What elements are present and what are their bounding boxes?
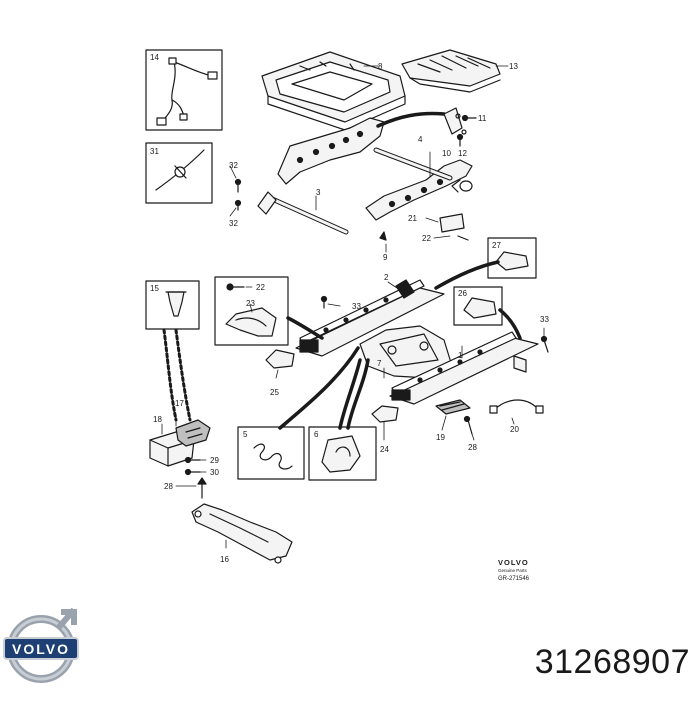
seat-rail-2 xyxy=(295,279,445,357)
link-arrow-5 xyxy=(278,346,360,430)
seat-rail-1 xyxy=(389,331,539,405)
callout-10: 10 xyxy=(442,149,451,158)
brand-ref: GR-271546 xyxy=(498,576,530,582)
link-arrow-top xyxy=(376,111,446,128)
callout-30: 30 xyxy=(210,468,219,477)
link-arrow-26 xyxy=(498,308,522,340)
callout-17: 17 xyxy=(175,399,184,408)
callout-16: 16 xyxy=(220,555,229,564)
callout-13: 13 xyxy=(509,62,518,71)
callout-11: 11 xyxy=(478,114,487,123)
callout-6: 6 xyxy=(314,430,319,439)
callout-2: 2 xyxy=(384,273,389,282)
callout-21: 21 xyxy=(408,214,417,223)
callout-22b: 22 xyxy=(256,283,265,292)
screws xyxy=(234,114,549,353)
callout-33a: 33 xyxy=(352,302,361,311)
callout-33b: 33 xyxy=(540,315,549,324)
callout-4: 4 xyxy=(418,135,423,144)
seat-cushion-frame-8 xyxy=(261,51,406,131)
callout-25: 25 xyxy=(270,388,279,397)
callout-27: 27 xyxy=(492,241,501,250)
callout-12: 12 xyxy=(458,149,467,158)
callout-31: 31 xyxy=(150,147,159,156)
callout-19: 19 xyxy=(436,433,445,442)
link-15-to-18 xyxy=(162,328,178,422)
callout-18: 18 xyxy=(153,415,162,424)
pad-21 xyxy=(439,213,465,233)
callout-22a: 22 xyxy=(422,234,431,243)
callout-32b: 32 xyxy=(229,219,238,228)
rail-cover-16 xyxy=(191,503,293,564)
seat-cover-13 xyxy=(401,49,501,93)
side-frame-right-4 xyxy=(365,159,473,221)
brand-wordmark: VOLVO xyxy=(498,558,529,567)
callout-24: 24 xyxy=(380,445,389,454)
part-number: 31268907 xyxy=(534,643,690,681)
callout-labels: 1 2 3 4 5 6 7 8 9 10 11 12 13 14 15 16 1… xyxy=(150,53,549,564)
callout-9: 9 xyxy=(383,253,388,262)
link-arrow-23 xyxy=(286,316,324,340)
callout-15: 15 xyxy=(150,284,159,293)
callout-23: 23 xyxy=(246,299,255,308)
link-arrow-6a xyxy=(338,358,362,430)
volvo-iron-mark-icon: VOLVO xyxy=(3,607,79,683)
link-15-to-17 xyxy=(174,328,192,422)
callout-32a: 32 xyxy=(229,161,238,170)
callout-1: 1 xyxy=(458,351,463,360)
link-arrow-27 xyxy=(434,260,500,290)
callout-7: 7 xyxy=(377,359,382,368)
brand-line1: Genuine Parts xyxy=(498,568,528,573)
callout-3: 3 xyxy=(316,188,321,197)
part-25 xyxy=(265,349,295,369)
harness-20 xyxy=(493,399,541,411)
callout-8: 8 xyxy=(378,62,383,71)
brand-block: VOLVO Genuine Parts GR-271546 xyxy=(498,558,530,582)
callout-14: 14 xyxy=(150,53,159,62)
callout-5: 5 xyxy=(243,430,248,439)
callout-26: 26 xyxy=(458,289,467,298)
link-arrow-6b xyxy=(346,358,370,430)
callout-29: 29 xyxy=(210,456,219,465)
callout-28b: 28 xyxy=(164,482,173,491)
module-17-18 xyxy=(149,419,211,467)
bracket-10 xyxy=(443,107,463,135)
callout-20: 20 xyxy=(510,425,519,434)
part-24 xyxy=(371,405,399,423)
callout-28a: 28 xyxy=(468,443,477,452)
logo-wordmark: VOLVO xyxy=(12,641,70,657)
side-frame-left xyxy=(277,117,385,185)
inset-box-5 xyxy=(237,426,305,480)
